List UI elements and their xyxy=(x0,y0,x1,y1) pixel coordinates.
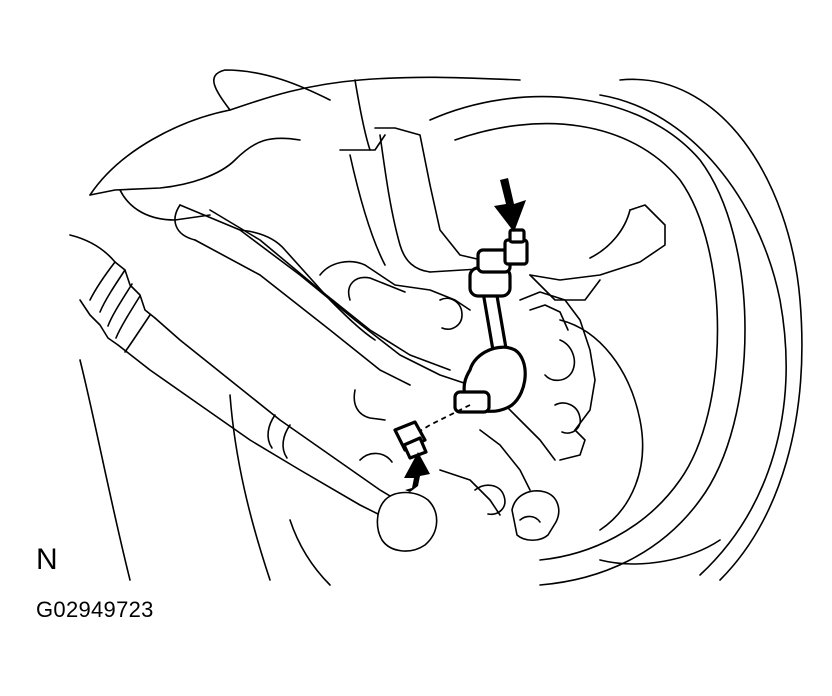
body-panel xyxy=(89,69,521,221)
brake-disc-rings xyxy=(429,78,803,586)
knuckle-caliper xyxy=(319,260,596,516)
upper-nut xyxy=(503,228,529,266)
figure-code: G02949723 xyxy=(36,597,154,622)
tie-rod xyxy=(117,317,438,552)
upper-nut-arrow xyxy=(494,178,526,232)
upper-bracket xyxy=(529,204,666,301)
lower-nut xyxy=(393,404,471,460)
lower-control-arm xyxy=(174,204,471,386)
drive-shaft-boot xyxy=(69,234,156,353)
orientation-label: N xyxy=(36,543,58,576)
tie-rod-end xyxy=(511,490,560,542)
strut-bracket xyxy=(339,127,496,273)
stabilizer-link xyxy=(453,248,527,414)
lower-nut-arrow xyxy=(404,452,430,492)
wheel-lower-contour xyxy=(79,359,721,586)
